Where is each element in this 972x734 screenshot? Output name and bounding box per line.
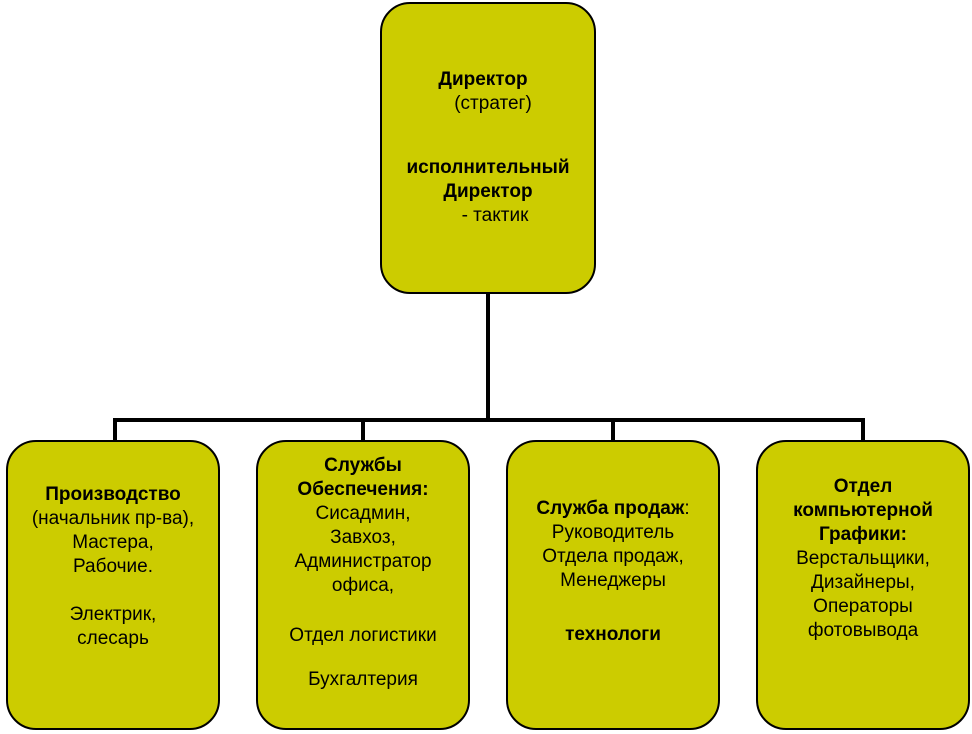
support-line: Бухгалтерия (308, 669, 418, 690)
support-line: Сисадмин, (315, 503, 411, 524)
production-line: (начальник пр-ва), (31, 508, 195, 529)
production-line: Мастера, (72, 532, 154, 553)
graphics-line: фотовывода (807, 620, 919, 641)
graphics-title-line1: Отдел (833, 476, 893, 497)
sales-title: Служба продаж (536, 498, 685, 519)
production-line: слесарь (77, 628, 149, 649)
production-node: Производство (начальник пр-ва), Мастера,… (6, 440, 220, 730)
support-title-line1: Службы (324, 455, 402, 476)
production-title: Производство (45, 484, 181, 505)
support-line: офиса, (331, 575, 395, 596)
computer-graphics-node: Отдел компьютерной Графики: Верстальщики… (756, 440, 970, 730)
graphics-title-line3: Графики: (818, 524, 908, 545)
support-services-node: Службы Обеспечения: Сисадмин, Завхоз, Ад… (256, 440, 470, 730)
sales-line: Руководитель (551, 522, 675, 543)
sales-title-row: Служба продаж: (536, 497, 689, 521)
sales-technologists: технологи (565, 624, 661, 645)
support-title-line2: Обеспечения: (297, 479, 429, 500)
exec-director-line1: исполнительный (406, 157, 570, 178)
director-role: (стратег) (454, 93, 532, 114)
graphics-line: Верстальщики, (796, 548, 930, 569)
graphics-title-line2: компьютерной (793, 500, 933, 521)
sales-line: Менеджеры (560, 570, 666, 591)
sales-service-node: Служба продаж: Руководитель Отдела прода… (506, 440, 720, 730)
director-node: Директор (стратег) исполнительный Директ… (380, 2, 596, 294)
sales-line: Отдела продаж, (542, 546, 684, 567)
support-line: Отдел логистики (289, 625, 437, 646)
support-line: Администратор (294, 551, 432, 572)
support-line: Завхоз, (330, 527, 396, 548)
graphics-line: Дизайнеры, (811, 572, 915, 593)
graphics-line: Операторы (813, 596, 913, 617)
director-title: Директор (438, 69, 528, 90)
exec-director-role: - тактик (461, 205, 529, 226)
sales-title-suffix: : (684, 498, 690, 519)
exec-director-line2: Директор (443, 181, 533, 202)
production-line: Рабочие. (73, 556, 153, 577)
production-line: Электрик, (69, 604, 157, 625)
